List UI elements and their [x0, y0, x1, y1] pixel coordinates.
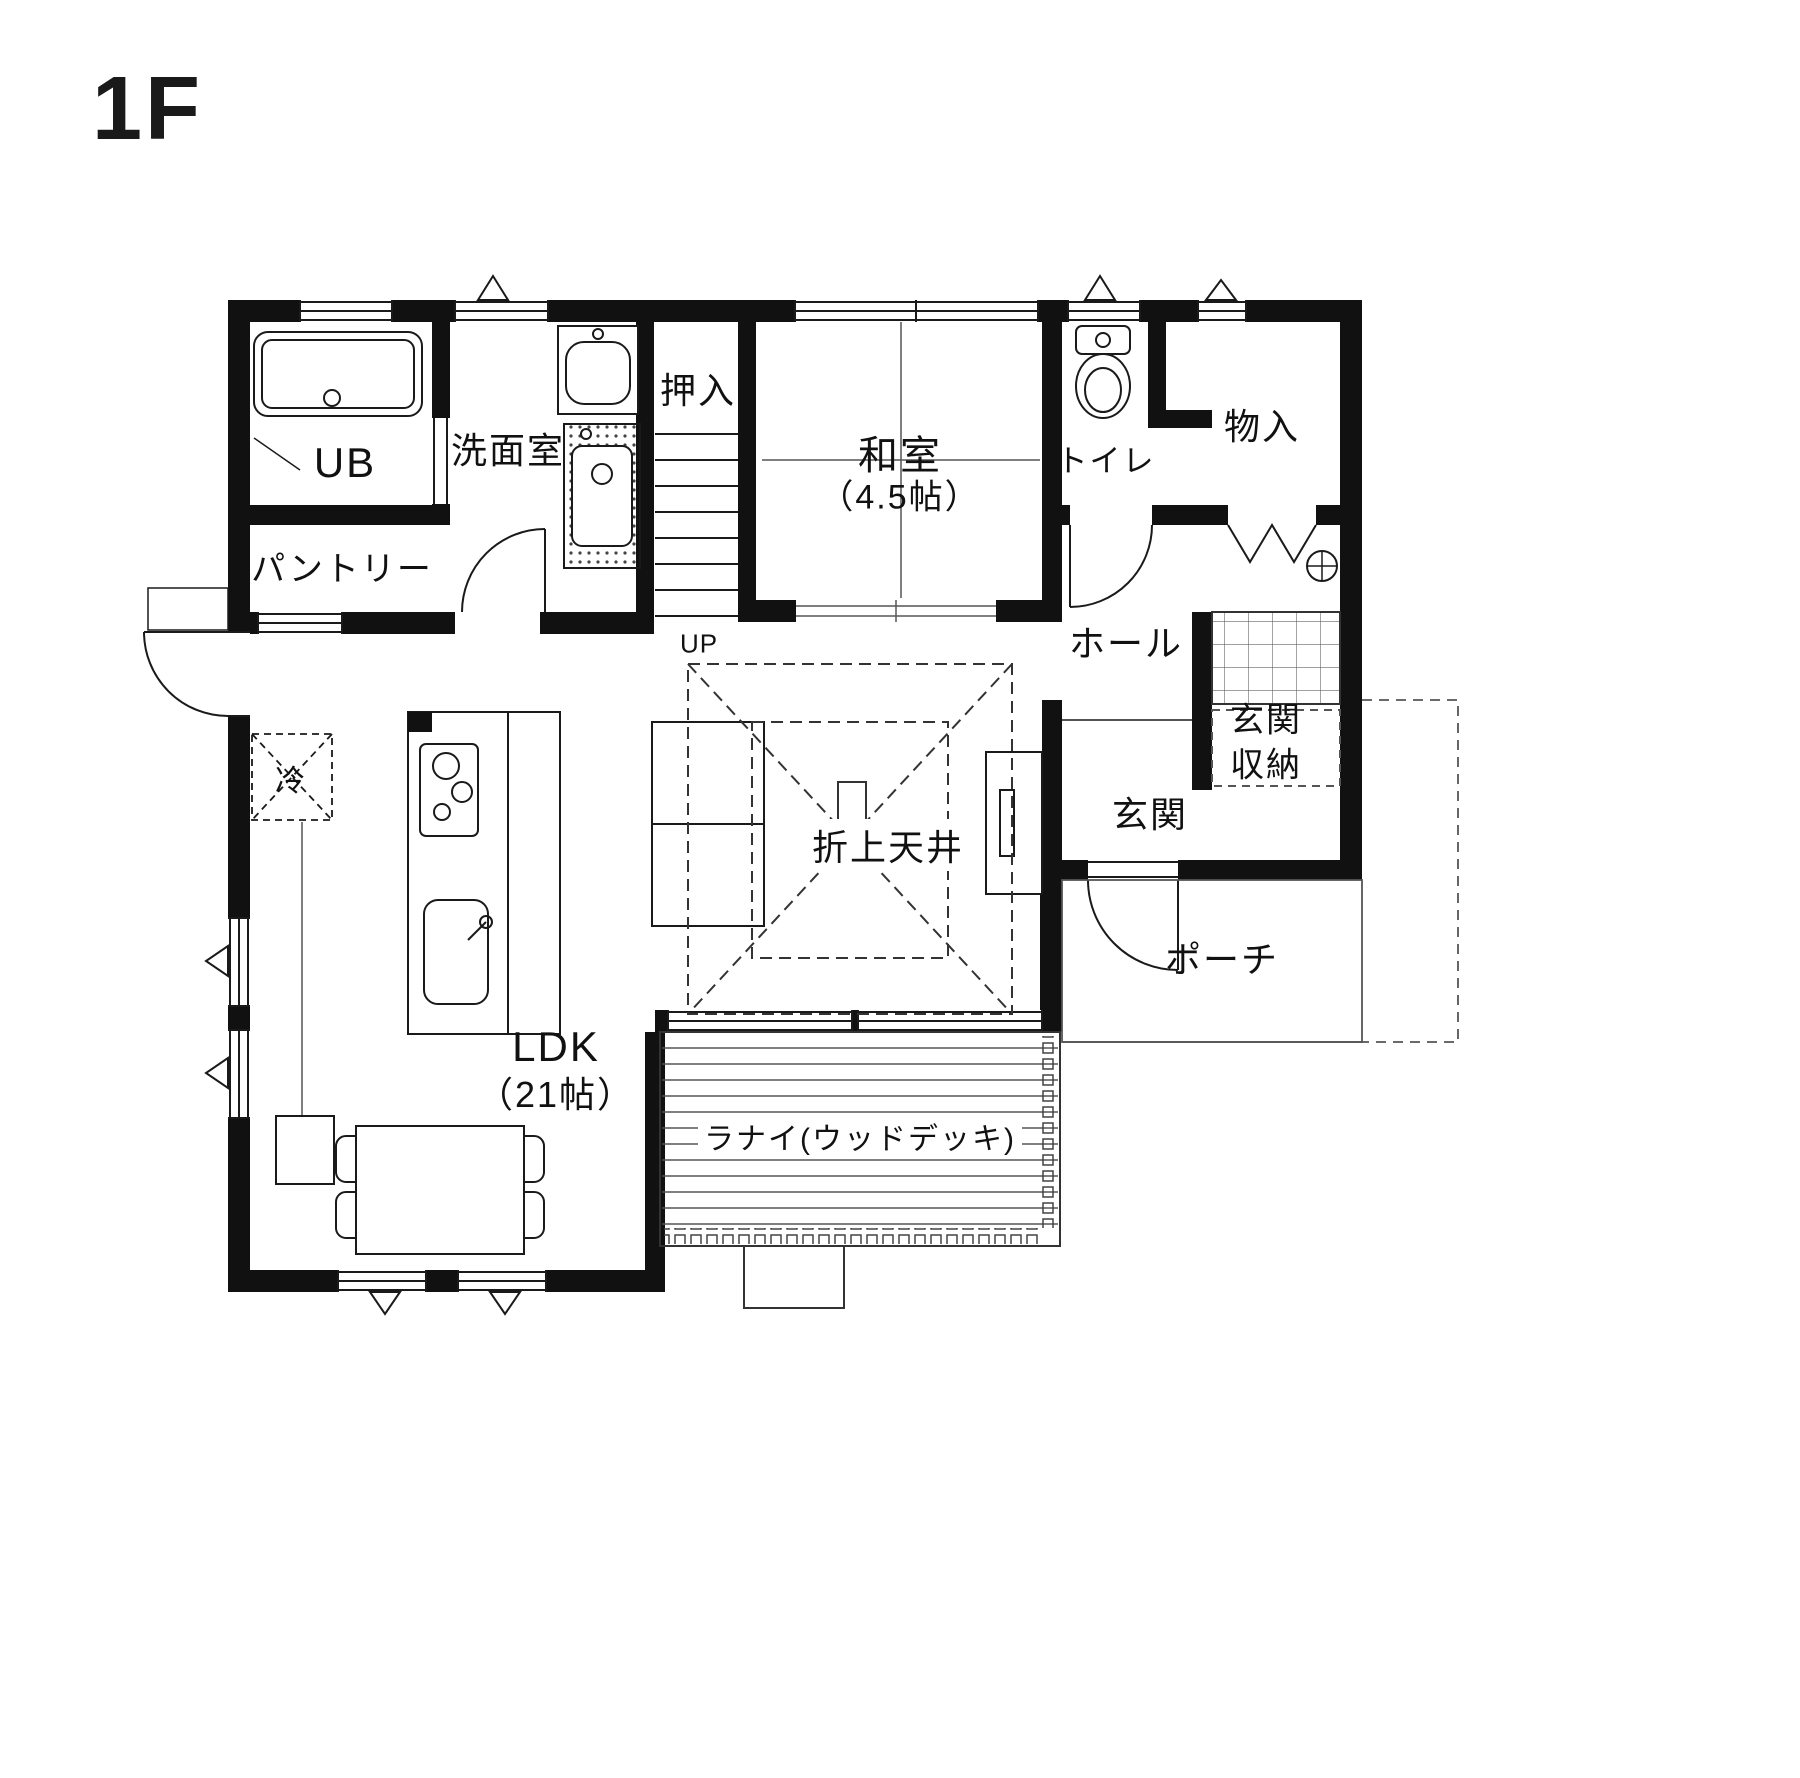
living-furniture: [651, 721, 1043, 927]
floor-label: 1F: [92, 59, 204, 159]
dining-set: [335, 1125, 545, 1255]
label-refrigerator: 冷: [275, 765, 307, 798]
cabinet: [275, 1115, 335, 1185]
entrance-door-arc: [1087, 879, 1179, 971]
room-label-deck: ラナイ(ウッドデッキ): [698, 1114, 1022, 1158]
kitchen-island: [407, 711, 561, 1035]
kitchen-sink: [423, 899, 489, 1005]
room-label-storage: 物入: [1223, 406, 1301, 447]
deck-step: [743, 1245, 845, 1309]
room-label-hall: ホール: [1068, 623, 1184, 664]
cooktop: [419, 743, 479, 837]
entrance-details: [1062, 550, 1341, 787]
entrance-storage-upper: [1211, 709, 1341, 787]
windows: [228, 300, 1316, 1292]
dining-table: [355, 1125, 525, 1255]
label-coffered-ceiling: 折上天井: [805, 819, 971, 871]
exterior-markers: [204, 274, 1238, 1316]
tatami-lines: [762, 322, 1040, 622]
entrance-storage-shelves: [1211, 611, 1341, 705]
doors: [143, 523, 1317, 971]
pantry-exterior-door-arc: [143, 631, 229, 717]
room-label-entrance-storage-2: 収納: [1230, 746, 1302, 785]
wood-deck: [659, 1031, 1061, 1309]
room-label-japanese-room: 和室: [858, 434, 942, 478]
room-label-entrance: 玄関: [1111, 794, 1189, 835]
storage-bifold-doors: [1227, 523, 1317, 564]
room-label-ub: UB: [313, 439, 377, 486]
room-label-porch: ポーチ: [1164, 939, 1280, 980]
porch-outline: [1061, 699, 1459, 1043]
stairs: [655, 433, 738, 617]
room-label-toilet: トイレ: [1056, 443, 1156, 479]
room-label-entrance-storage-1: 玄関: [1230, 701, 1302, 740]
room-label-ldk: LDK: [512, 1023, 600, 1070]
room-label-closet: 押入: [659, 370, 737, 411]
label-stairs-up: UP: [679, 628, 719, 659]
room-label-ldk-size: （21帖）: [476, 1074, 636, 1115]
toilet-door-arc: [1069, 524, 1153, 608]
washbasin: [557, 325, 639, 415]
washroom-door-arc: [461, 528, 546, 613]
refrigerator-symbol: [251, 733, 333, 821]
toilet-fixture: [1075, 325, 1131, 419]
washing-machine: [563, 423, 641, 569]
bathtub: [253, 331, 423, 471]
room-label-japanese-room-size: （4.5帖）: [819, 478, 981, 517]
room-label-pantry: パントリー: [251, 550, 433, 589]
room-label-washroom: 洗面室: [450, 430, 566, 471]
